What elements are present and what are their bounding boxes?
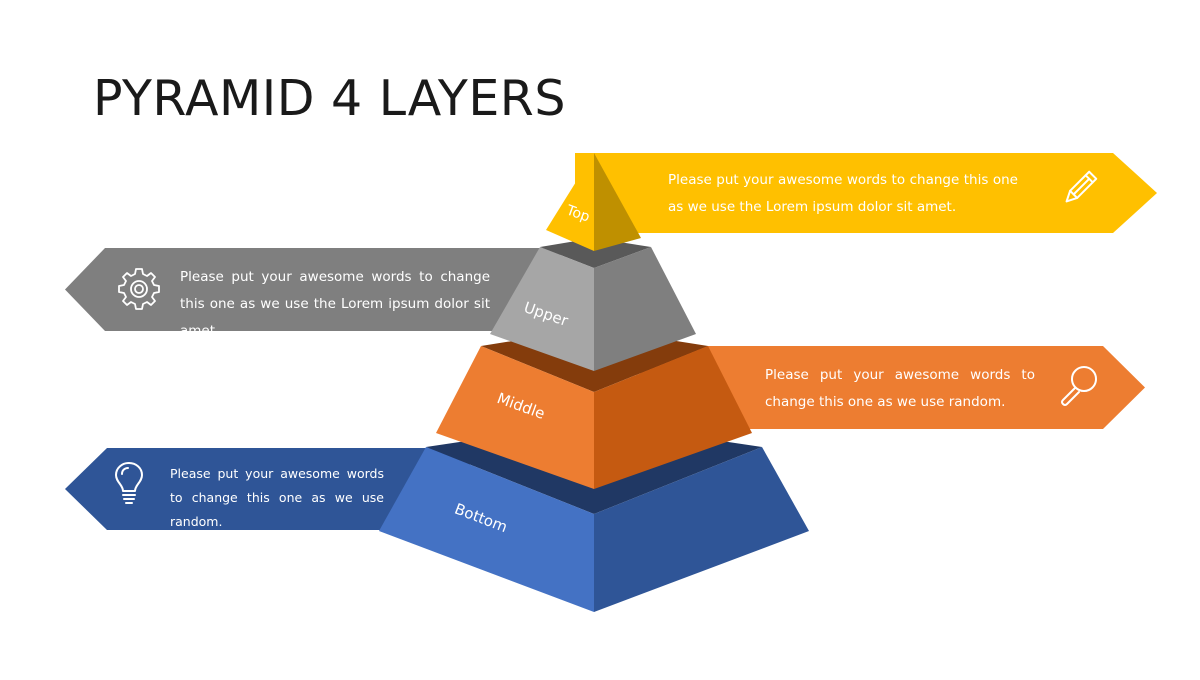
upper-layer-right-face <box>594 247 696 371</box>
bottom-layer-left-face <box>379 447 594 612</box>
bottom-layer-right-face <box>594 447 809 612</box>
banner-upper <box>65 248 560 331</box>
lightbulb-icon <box>111 461 147 507</box>
banner-bottom-text: Please put your awesome words to change … <box>170 466 384 529</box>
banner-upper-text: Please put your awesome words to change … <box>180 269 490 339</box>
banner-bottom <box>65 448 470 530</box>
gear-icon <box>116 265 162 311</box>
banner-middle <box>640 346 1145 429</box>
layer-label-top: Top <box>563 202 592 225</box>
top-layer-left-face <box>546 153 594 251</box>
slide-title: PYRAMID 4 LAYERS <box>93 70 566 127</box>
pencil-icon <box>1056 164 1104 212</box>
banner-top <box>575 153 1157 233</box>
top-layer-right-face <box>594 153 641 251</box>
middle-layer-right-face <box>594 346 752 489</box>
magnifier-icon <box>1055 362 1103 410</box>
upper-layer-left-face <box>490 247 594 371</box>
banner-top-text: Please put your awesome words to change … <box>668 172 1018 215</box>
middle-layer-left-face <box>436 346 594 489</box>
banner-middle-text: Please put your awesome words to change … <box>765 367 1035 410</box>
upper-layer-top-face <box>540 238 651 268</box>
